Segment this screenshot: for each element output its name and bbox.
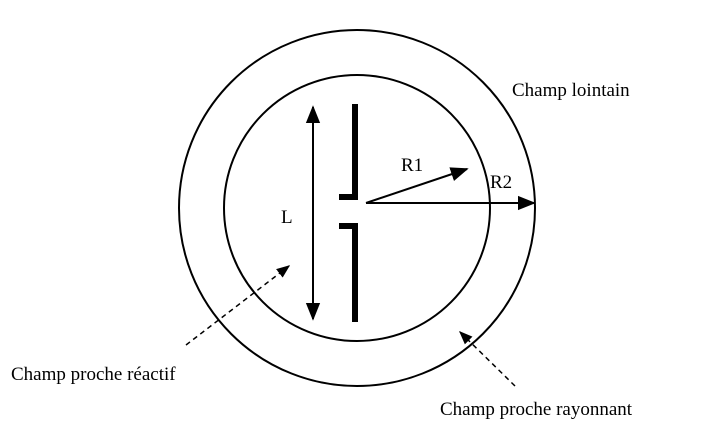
radius-r1-label: R1 <box>401 155 423 176</box>
reactive-near-field-pointer <box>185 265 291 346</box>
far-field-label: Champ lointain <box>512 80 630 101</box>
inner-circle-reactive-near-field-boundary <box>223 74 491 342</box>
radiating-near-field-pointer <box>459 331 516 387</box>
length-label: L <box>281 207 293 228</box>
radius-r1-arrow <box>365 167 469 204</box>
reactive-near-field-label: Champ proche réactif <box>11 364 176 385</box>
dipole-lower-arm <box>339 223 358 322</box>
outer-circle-far-field-boundary <box>178 29 536 387</box>
dipole-upper-arm <box>339 104 358 200</box>
radiating-near-field-label: Champ proche rayonnant <box>440 399 633 420</box>
radius-r2-label: R2 <box>490 172 512 193</box>
